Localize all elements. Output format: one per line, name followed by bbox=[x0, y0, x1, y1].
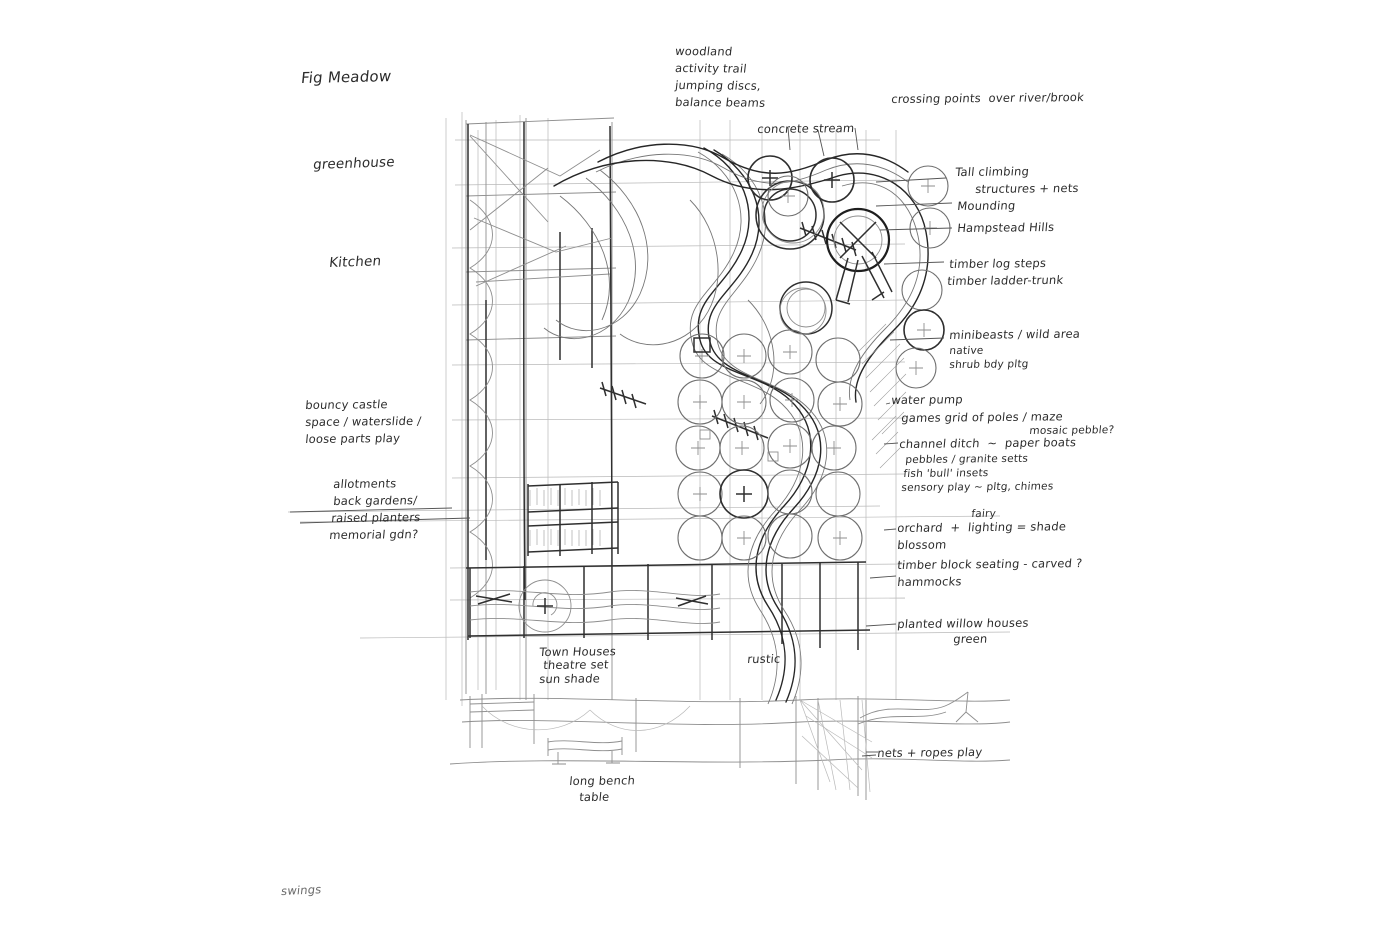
annotation-concrete-stream: concrete stream bbox=[756, 120, 856, 137]
allotment-hatching bbox=[529, 488, 601, 546]
annotation-allotments-line4: memorial gdn? bbox=[328, 527, 419, 543]
annotation-nets-ropes: nets + ropes play bbox=[876, 744, 984, 761]
annotation-water-pump: water pump bbox=[890, 392, 964, 408]
annotation-orchard: orchard + lighting = shade bbox=[896, 519, 1067, 536]
annotation-allotments-line1: allotments bbox=[332, 476, 398, 492]
stage-markers bbox=[475, 579, 709, 633]
annotation-timber-seating: timber block seating - carved ? bbox=[896, 556, 1083, 573]
annotation-hampstead-hills: Hampstead Hills bbox=[956, 219, 1055, 236]
annotation-woodland-line2: activity trail bbox=[674, 61, 748, 76]
building-walls bbox=[466, 121, 613, 641]
left-building-block bbox=[465, 117, 617, 700]
annotation-rustic: rustic bbox=[746, 651, 782, 667]
annotation-minibeasts: minibeasts / wild area bbox=[948, 326, 1081, 343]
rope-hook bbox=[857, 691, 979, 725]
annotation-bouncy-castle-line2: space / waterslide / bbox=[304, 413, 422, 430]
town-houses-band bbox=[465, 561, 871, 650]
annotation-town-houses-line2: theatre set bbox=[542, 657, 610, 673]
annotation-native: native bbox=[948, 344, 984, 358]
annotation-allotments-line3: raised planters bbox=[330, 510, 422, 526]
annotation-tall-climbing-line2: structures + nets bbox=[974, 180, 1080, 197]
zigzag-edge bbox=[469, 199, 493, 599]
rope-swags bbox=[481, 705, 691, 731]
climbing-structures bbox=[755, 180, 893, 335]
annotation-crossing-points: crossing points over river/brook bbox=[890, 89, 1085, 107]
annotation-sensory-play: sensory play ~ pltg, chimes bbox=[900, 480, 1054, 495]
annotation-games-grid: games grid of poles / maze bbox=[900, 409, 1064, 426]
annotation-bouncy-castle-line3: loose parts play bbox=[304, 431, 401, 447]
annotation-blossom: blossom bbox=[896, 537, 948, 553]
bottom-strip bbox=[449, 694, 1011, 800]
mounding-shading bbox=[857, 323, 907, 469]
tree-canopies bbox=[675, 155, 951, 561]
annotation-channel-ditch: channel ditch ~ paper boats bbox=[898, 435, 1077, 452]
annotation-long-bench-line1: long bench bbox=[568, 773, 636, 789]
leader-lines-left bbox=[289, 507, 471, 524]
annotation-hammocks: hammocks bbox=[896, 574, 963, 590]
annotation-fish-insets: fish 'bull' insets bbox=[902, 467, 990, 481]
annotation-bouncy-castle-line1: bouncy castle bbox=[304, 397, 389, 413]
annotation-shrub-pltg: shrub bdy pltg bbox=[948, 358, 1030, 372]
annotation-timber-ladder-trunk: timber ladder-trunk bbox=[946, 272, 1064, 289]
annotation-fairy: fairy bbox=[970, 507, 997, 521]
annotation-town-houses-line3: sun shade bbox=[538, 671, 601, 687]
annotation-kitchen: Kitchen bbox=[328, 253, 383, 272]
allotment-beds bbox=[527, 481, 619, 556]
annotation-willow-houses: planted willow houses bbox=[896, 615, 1030, 632]
annotation-woodland-line3: jumping discs, bbox=[674, 78, 762, 93]
terrace-wavy-lines bbox=[469, 590, 721, 624]
leader-lines bbox=[787, 127, 953, 757]
annotation-woodland-line4: balance beams bbox=[674, 95, 767, 110]
annotation-greenhouse: greenhouse bbox=[312, 154, 396, 174]
nets-ropes-structure bbox=[799, 699, 873, 793]
annotation-fig-meadow: Fig Meadow bbox=[300, 67, 393, 88]
annotation-pebbles-setts: pebbles / granite setts bbox=[904, 452, 1029, 467]
annotation-tall-climbing-line1: Tall climbing bbox=[954, 164, 1030, 180]
annotation-timber-log-steps: timber log steps bbox=[948, 255, 1047, 272]
annotation-woodland-line1: woodland bbox=[674, 44, 734, 59]
annotation-willow-green: green bbox=[952, 631, 989, 647]
annotation-swings: swings bbox=[280, 882, 323, 899]
annotation-allotments-line2: back gardens/ bbox=[332, 493, 418, 509]
long-bench-table-glyph bbox=[547, 737, 623, 765]
annotation-mounding: Mounding bbox=[956, 198, 1017, 214]
greenhouse-roof-lines bbox=[469, 134, 613, 287]
annotation-long-bench-line2: table bbox=[578, 789, 611, 805]
